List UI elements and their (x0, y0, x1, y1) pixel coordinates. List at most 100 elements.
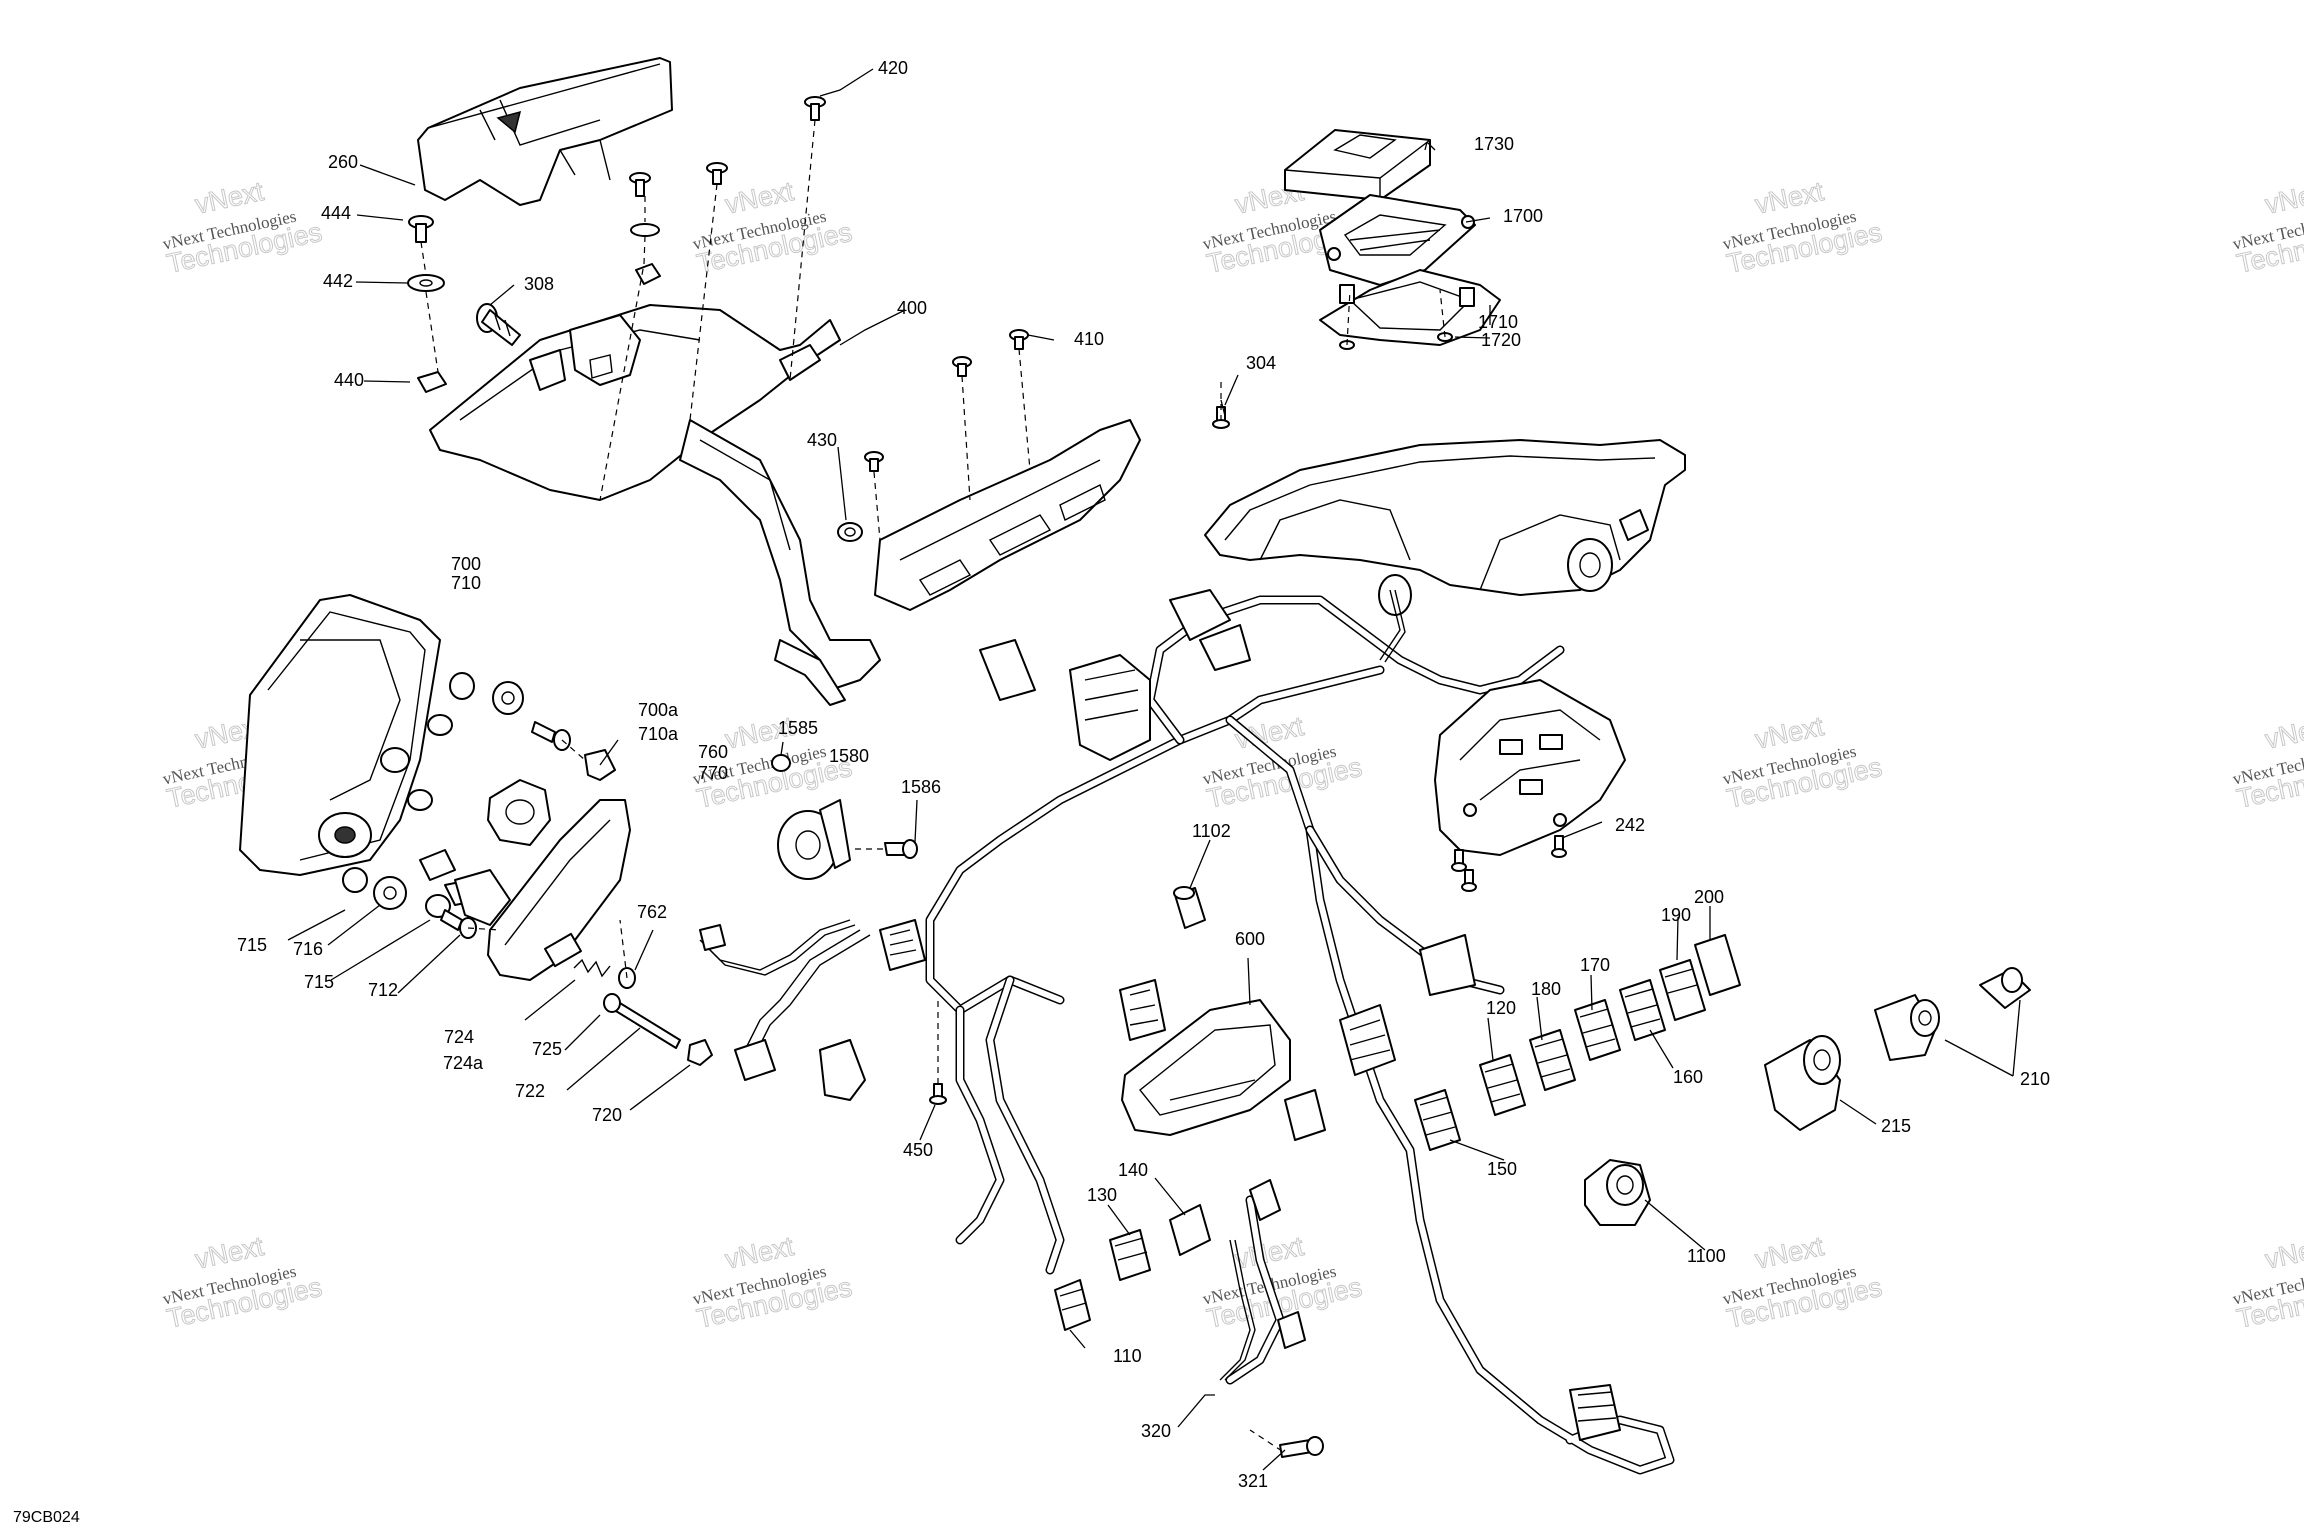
tray-400 (429, 304, 841, 501)
svg-text:vNext: vNext (1752, 176, 1826, 220)
callout-1586: 1586 (901, 777, 941, 797)
callout-1720: 1720 (1481, 330, 1521, 350)
callout-120: 120 (1486, 998, 1516, 1018)
watermark: vNext vNext Technologies Technologies (2231, 710, 2304, 814)
callout-320: 320 (1141, 1421, 1171, 1441)
callout-724: 724 (444, 1027, 474, 1047)
svg-text:vNext: vNext (192, 1231, 266, 1275)
guide-line (420, 241, 439, 373)
guide-line (1249, 1429, 1283, 1452)
callout-140: 140 (1118, 1160, 1148, 1180)
wiring-harness (699, 589, 1675, 1475)
lamp-bracket-724 (454, 799, 631, 981)
screw-410a (864, 451, 884, 472)
screw-321 (1279, 1436, 1324, 1458)
callout-242: 242 (1615, 815, 1645, 835)
guide-line (873, 471, 881, 541)
guide-line (619, 919, 628, 979)
callout-1710: 1710 (1478, 312, 1518, 332)
spring-725 (573, 958, 611, 978)
callout-762: 762 (637, 902, 667, 922)
screw-242 (1451, 835, 1567, 892)
callout-712: 712 (368, 980, 398, 1000)
fuse-box-242 (1434, 679, 1626, 856)
callout-190: 190 (1661, 905, 1691, 925)
callout-180: 180 (1531, 979, 1561, 999)
watermark: vNext vNext Technologies Technologies (2231, 175, 2304, 279)
callout-200: 200 (1694, 887, 1724, 907)
callout-1580: 1580 (829, 746, 869, 766)
svg-text:vNext: vNext (722, 1231, 796, 1275)
nut-440 (417, 371, 447, 393)
callout-215: 215 (1881, 1116, 1911, 1136)
cover-260 (417, 57, 673, 206)
callout-110: 110 (1113, 1346, 1142, 1366)
screw-712 (440, 721, 571, 939)
guide-line (1346, 289, 1446, 346)
callout-715b: 715 (304, 972, 334, 992)
callout-420: 420 (878, 58, 908, 78)
nut-1585 (771, 754, 791, 772)
callout-430: 430 (807, 430, 837, 450)
callout-450: 450 (903, 1140, 933, 1160)
clip-410-panel (874, 419, 1141, 611)
callout-260: 260 (328, 152, 358, 172)
screw-tray-2 (706, 162, 728, 185)
callout-715a: 715 (237, 935, 267, 955)
callout-321: 321 (1238, 1471, 1268, 1491)
watermark: vNext vNext Technologies Technologies (2231, 1230, 2304, 1334)
switch-190 (1659, 959, 1706, 1021)
leader-lines (287, 68, 2021, 1471)
callout-1730: 1730 (1474, 134, 1514, 154)
connector-left-1 (879, 919, 926, 971)
connector-130 (1109, 1229, 1151, 1281)
callout-720: 720 (592, 1105, 622, 1125)
callout-170: 170 (1580, 955, 1610, 975)
sleeve-215 (1764, 1035, 1841, 1131)
switch-150 (1414, 1089, 1461, 1151)
callout-444: 444 (321, 203, 351, 223)
callout-labels: 420 260 444 442 308 440 400 410 430 1730… (13, 58, 2050, 1526)
guide-line (1018, 348, 1031, 471)
switch-180 (1529, 1029, 1576, 1091)
harness-connector-block (979, 589, 1251, 761)
watermark: vNext vNext Technologies Technologies (1721, 1230, 1885, 1334)
pad-1730 (1284, 129, 1431, 201)
callout-1585: 1585 (778, 718, 818, 738)
connector-right (1284, 934, 1476, 1141)
svg-text:vNext: vNext (192, 176, 266, 220)
connector-mid (1119, 979, 1166, 1041)
connector-320-a (1249, 1179, 1306, 1349)
callout-710a: 710a (638, 724, 679, 744)
callout-400: 400 (897, 298, 927, 318)
guide-line (467, 927, 501, 931)
horn-1580 (777, 799, 851, 880)
bulb-760 (487, 779, 551, 846)
guide-line (961, 375, 971, 501)
callout-600: 600 (1235, 929, 1265, 949)
screw-410b (952, 356, 972, 377)
callout-716: 716 (293, 939, 323, 959)
diagram-code: 79CB024 (13, 1509, 80, 1526)
connector-left-2 (699, 924, 726, 951)
switch-160 (1619, 979, 1666, 1041)
callout-410: 410 (1074, 329, 1104, 349)
callout-725: 725 (532, 1039, 562, 1059)
callout-1700: 1700 (1503, 206, 1543, 226)
module-1700 (1319, 194, 1476, 286)
callout-442: 442 (323, 271, 353, 291)
watermark: vNext vNext Technologies Technologies (161, 1230, 325, 1334)
connector-140 (1169, 1204, 1211, 1256)
watermark: vNext vNext Technologies Technologies (1721, 175, 1885, 279)
bracket-1710 (1319, 269, 1501, 346)
bolt-1586 (884, 839, 918, 859)
switch-120 (1479, 1054, 1526, 1116)
callout-308: 308 (524, 274, 554, 294)
callout-700a: 700a (638, 700, 679, 720)
callout-1102: 1102 (1192, 821, 1231, 841)
headlamp-700 (239, 594, 453, 876)
key-switch-210 (1874, 967, 2031, 1061)
screw-722 (603, 993, 681, 1049)
svg-text:vNext: vNext (2262, 176, 2304, 220)
